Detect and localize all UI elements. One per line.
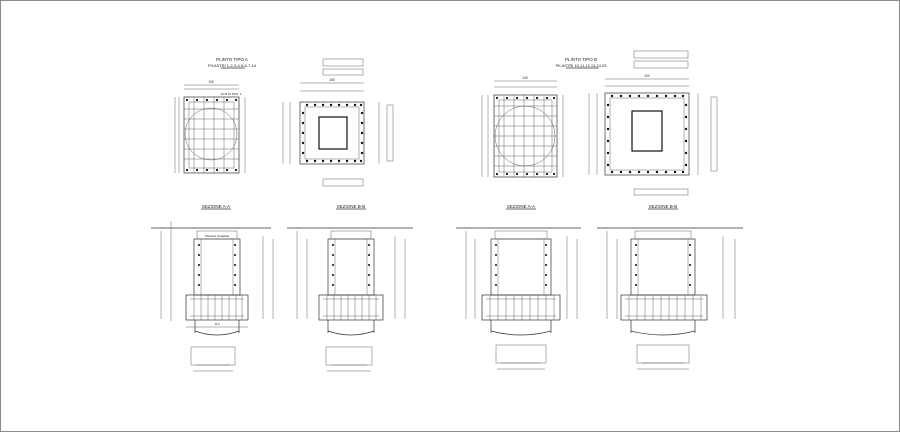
svg-text:150: 150	[329, 78, 335, 82]
svg-text:190: 190	[208, 80, 214, 84]
svg-text:110: 110	[215, 322, 220, 326]
svg-text:SEZIONE B-B: SEZIONE B-B	[337, 204, 366, 209]
plinth-b-section-bb: SEZIONE B-B	[597, 204, 743, 370]
svg-text:10 Ø 16 POS. 1: 10 Ø 16 POS. 1	[220, 92, 242, 96]
plinth-b-section-aa: SEZIONE A-A	[456, 204, 581, 370]
svg-text:SEZIONE A-A: SEZIONE A-A	[507, 204, 535, 209]
plinth-a-pillars: PILASTRI 1-2-3-4-5-6-7-14	[208, 63, 257, 68]
plinth-b-pillars: PILASTRI 10,11,12,13,24,25	[556, 63, 608, 68]
svg-text:SEZIONE B-B: SEZIONE B-B	[649, 204, 678, 209]
svg-text:Piantana rinsaldata: Piantana rinsaldata	[205, 234, 229, 238]
plinth-a-section-aa: SEZIONE A-A Piantana rinsaldata	[151, 204, 274, 372]
plinth-b-title: PLINTO TIPO B	[565, 57, 597, 62]
plinth-a-section-bb: SEZIONE B-B	[287, 204, 413, 372]
svg-text:200: 200	[644, 74, 650, 78]
plinth-a-plan: PLINTO TIPO A PILASTRI 1-2-3-4-5-6-7-14 …	[174, 57, 394, 187]
plinth-b-plan: PLINTO TIPO B PILASTRI 10,11,12,13,24,25	[481, 50, 718, 196]
svg-text:SEZIONE A-A: SEZIONE A-A	[202, 204, 230, 209]
plinth-a-title: PLINTO TIPO A	[216, 57, 248, 62]
svg-text:240: 240	[522, 76, 528, 80]
